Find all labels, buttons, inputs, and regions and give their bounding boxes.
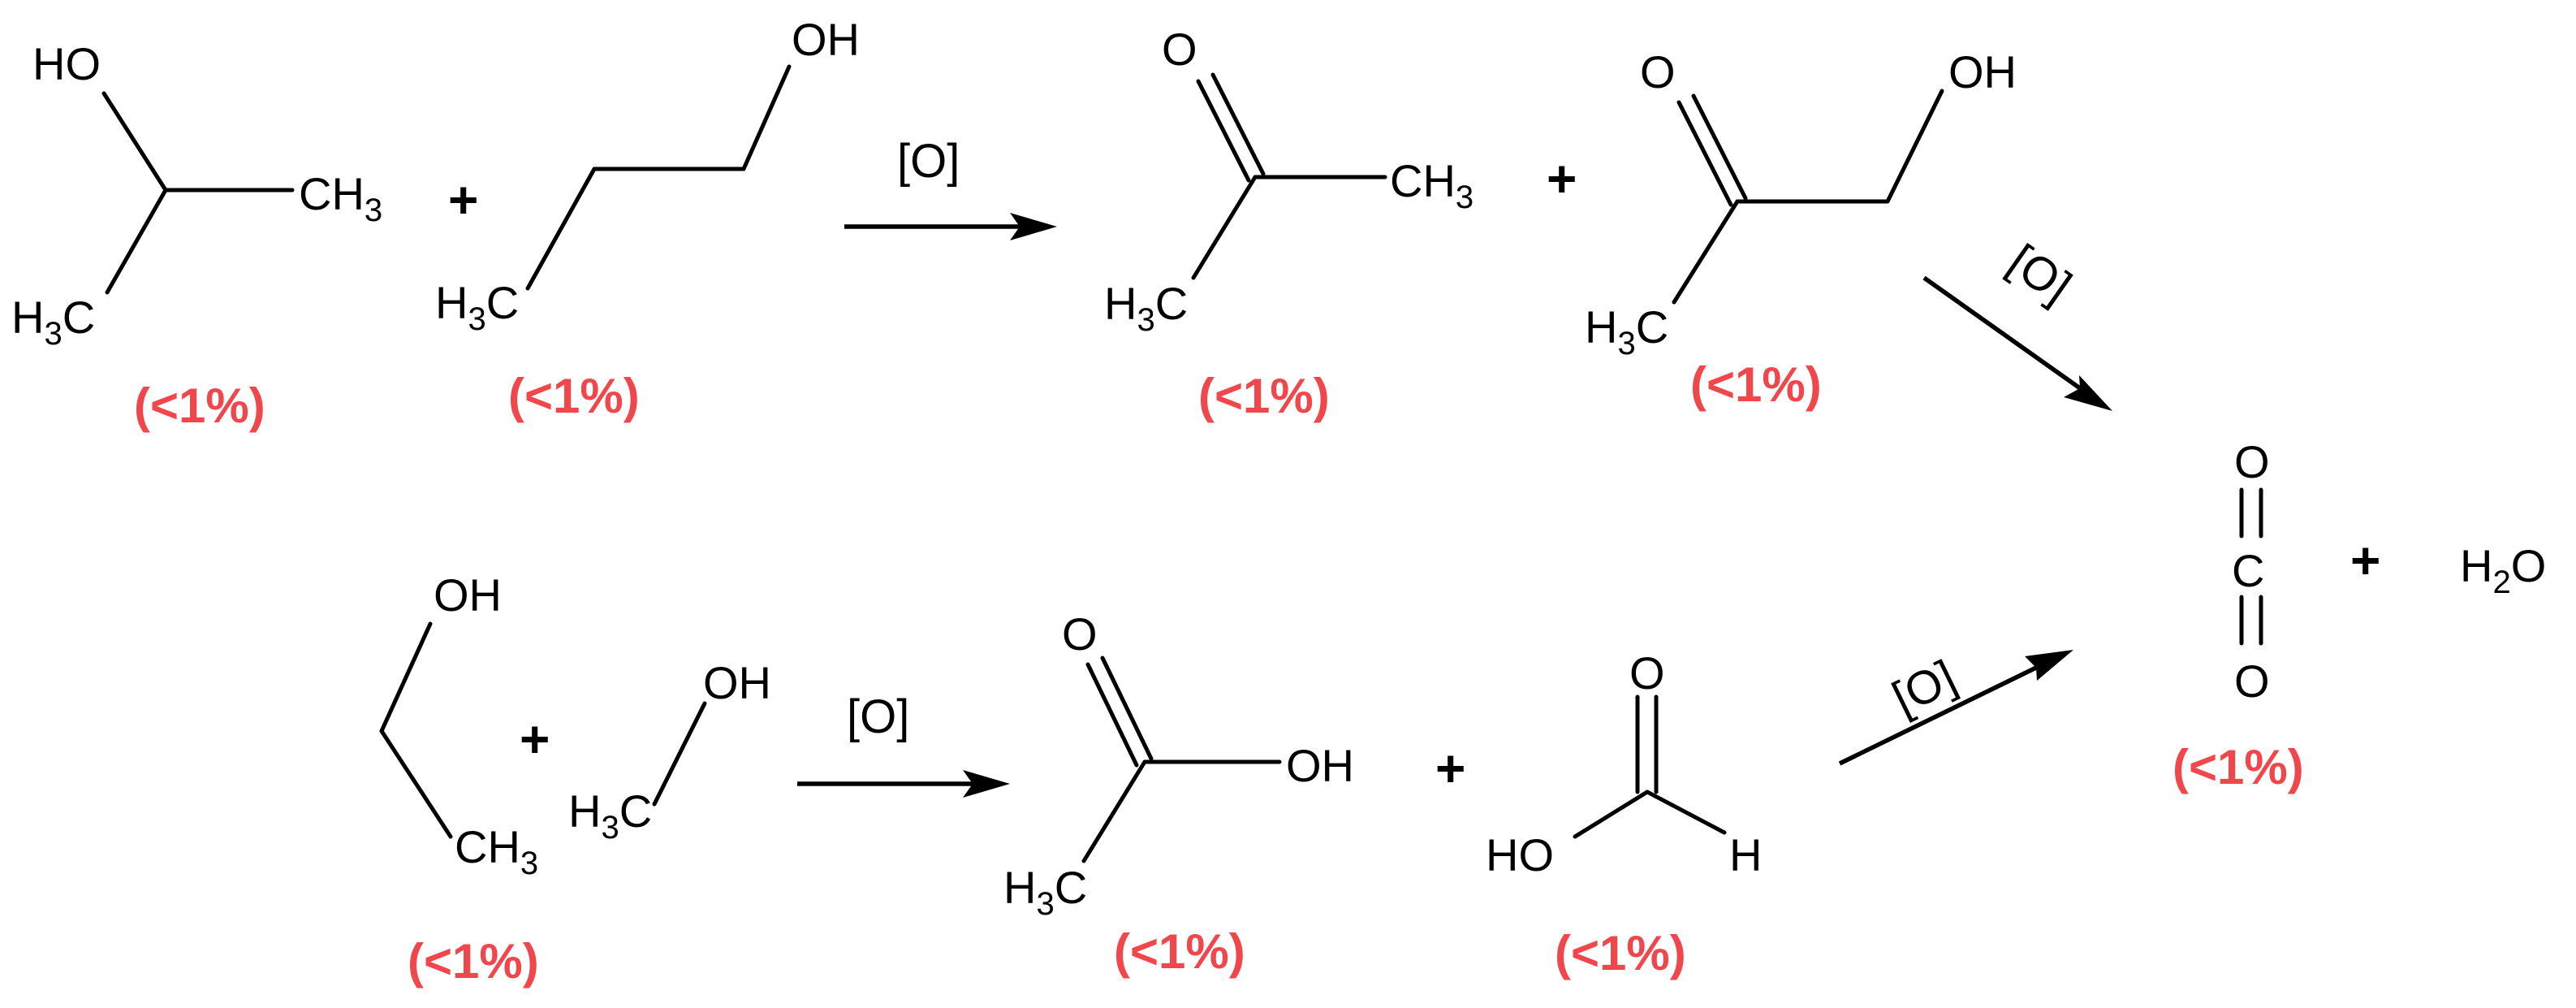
yield-acetone: (<1%) — [1198, 369, 1330, 423]
molecule-hydroxyacetone: O OH H3C (<1%) — [1585, 46, 2017, 412]
plus-sign: + — [2350, 531, 2380, 590]
atom-label-ch3: CH3 — [455, 821, 538, 881]
molecule-isopropanol: HO CH3 H3C (<1%) — [11, 38, 382, 433]
plus-sign: + — [520, 710, 550, 768]
atom-label-oh: OH — [792, 14, 860, 65]
yield-ethanol: (<1%) — [408, 934, 539, 989]
atom-label-h3c: H3C — [1104, 278, 1188, 338]
atom-label-o: O — [1062, 608, 1098, 660]
atom-label-h3c: H3C — [11, 292, 95, 352]
yield-isopropanol: (<1%) — [134, 379, 265, 433]
atom-label-ch3: CH3 — [299, 168, 382, 228]
atom-label-o: O — [1640, 46, 1676, 97]
yield-hydroxyacetone: (<1%) — [1690, 357, 1822, 412]
molecule-co2: O C O (<1%) — [2173, 436, 2304, 794]
atom-label-oh: OH — [1286, 740, 1354, 791]
reagent-label: [O] — [847, 690, 909, 743]
reagent-label: [O] — [897, 135, 960, 188]
atom-label-o: O — [1162, 24, 1197, 75]
molecule-formic-acid: O HO H (<1%) — [1486, 647, 1762, 980]
molecule-propanol: OH H3C (<1%) — [435, 14, 860, 423]
molecule-acetic-acid: O OH H3C (<1%) — [1003, 608, 1354, 979]
atom-label-oh: OH — [1948, 46, 2017, 97]
atom-label-h2o: H2O — [2460, 540, 2546, 600]
yield-co2: (<1%) — [2173, 740, 2304, 794]
molecule-water: H2O — [2460, 540, 2546, 600]
atom-label-ho: HO — [1486, 829, 1554, 880]
atom-label-o: O — [1629, 647, 1665, 699]
reagent-label: [O] — [1999, 234, 2081, 314]
yield-acetic-acid: (<1%) — [1114, 924, 1245, 979]
plus-sign: + — [1435, 739, 1465, 798]
atom-label-h3c: H3C — [568, 785, 652, 846]
molecule-acetone: O CH3 H3C (<1%) — [1104, 24, 1474, 423]
atom-label-o: O — [2234, 436, 2270, 487]
atom-label-h3c: H3C — [435, 277, 519, 337]
reaction-arrow-4: [O] — [1838, 650, 2073, 766]
reaction-arrow-3: [O] — [1922, 234, 2112, 411]
atom-label-o: O — [2234, 655, 2270, 707]
plus-sign: + — [448, 171, 478, 229]
atom-label-h3c: H3C — [1003, 862, 1087, 922]
atom-label-ho: HO — [32, 38, 101, 89]
atom-label-oh: OH — [434, 569, 502, 621]
atom-label-h3c: H3C — [1585, 301, 1668, 361]
reagent-label: [O] — [1884, 650, 1964, 725]
atom-label-oh: OH — [703, 657, 771, 708]
yield-propanol: (<1%) — [508, 369, 640, 423]
reaction-arrow-2: [O] — [797, 690, 1010, 798]
atom-label-ch3: CH3 — [1390, 155, 1474, 215]
yield-formic-acid: (<1%) — [1555, 926, 1686, 980]
reaction-arrow-1: [O] — [844, 135, 1057, 240]
plus-sign: + — [1547, 149, 1577, 208]
atom-label-h: H — [1729, 829, 1762, 880]
atom-label-c: C — [2232, 545, 2264, 596]
molecule-methanol: OH H3C — [568, 657, 771, 846]
molecule-ethanol: OH CH3 (<1%) — [379, 569, 539, 989]
